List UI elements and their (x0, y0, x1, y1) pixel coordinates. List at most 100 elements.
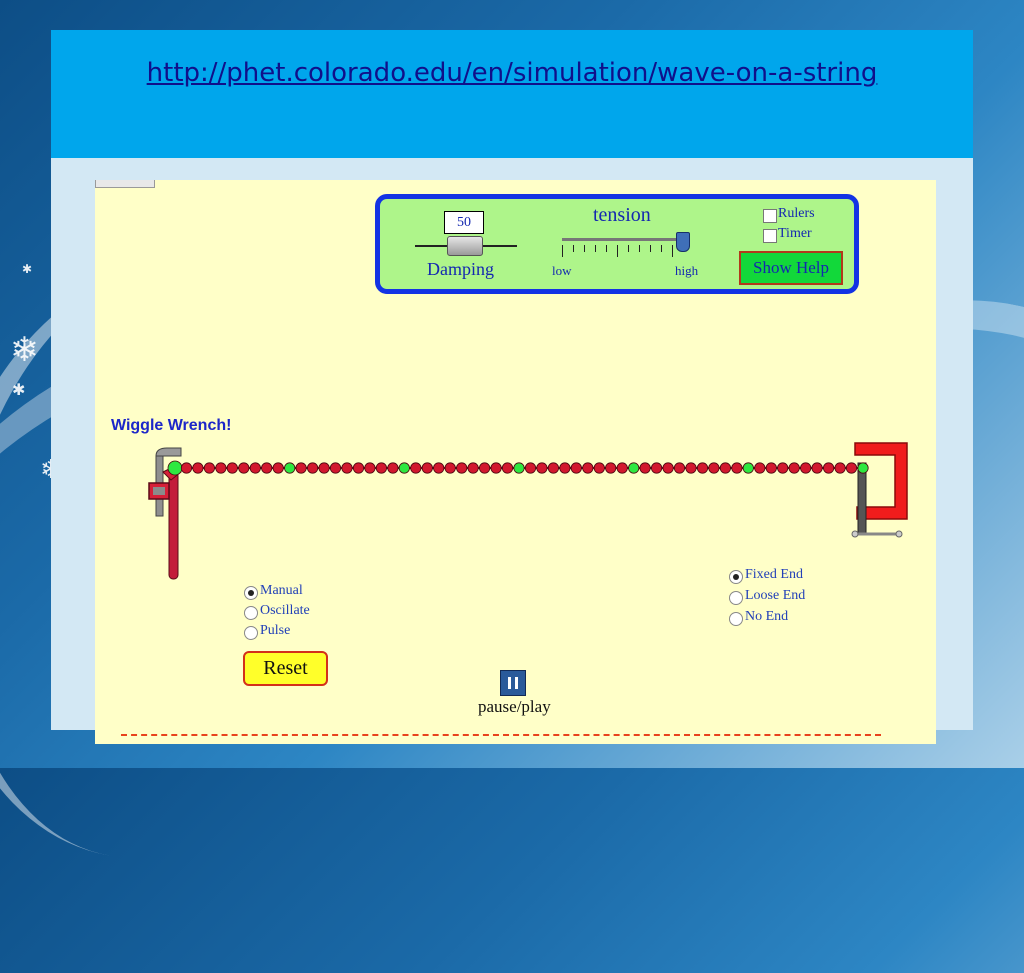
string-bead (673, 462, 686, 474)
tension-tick (639, 245, 640, 252)
end-mode-radio[interactable] (729, 591, 743, 605)
snowflake-icon: ✱ (22, 262, 33, 276)
string-bead (467, 462, 479, 474)
string-bead (639, 462, 651, 474)
pause-bar (508, 677, 511, 689)
tension-tick (672, 245, 673, 257)
simulation-area[interactable]: 50 Damping tension low high Rulers Timer… (95, 180, 936, 744)
string-bead (605, 462, 617, 474)
string-bead (192, 462, 204, 474)
string-bead (765, 462, 777, 474)
string-bead (547, 462, 559, 474)
string-bead (261, 462, 273, 474)
tension-tick (584, 245, 585, 252)
string-bead (845, 462, 858, 474)
rulers-checkbox[interactable] (763, 209, 777, 223)
damping-slider-thumb[interactable] (447, 236, 483, 256)
string-bead (456, 462, 468, 474)
string-bead (307, 462, 319, 474)
end-mode-radio[interactable] (729, 570, 743, 584)
tension-high-label: high (675, 263, 699, 278)
string-bead (857, 462, 869, 474)
string-bead (811, 462, 823, 474)
string-bead (249, 462, 261, 474)
tension-slider-track[interactable] (562, 238, 690, 241)
string-bead (822, 462, 835, 474)
end-mode-label: No End (745, 609, 789, 624)
string-bead (398, 462, 410, 474)
string-bead (754, 462, 766, 474)
timer-checkbox[interactable] (763, 229, 777, 243)
string-bead (341, 462, 353, 474)
string-bead (318, 462, 330, 474)
tension-low-label: low (552, 263, 572, 278)
string-bead (616, 462, 628, 474)
tension-tick (606, 245, 607, 252)
string-bead (513, 462, 525, 474)
string-bead (387, 462, 399, 474)
string-bead (238, 462, 250, 474)
string-bead (696, 462, 709, 474)
string-bead (375, 462, 387, 474)
end-mode-radio[interactable] (729, 612, 743, 626)
mode-radio[interactable] (244, 626, 258, 640)
tension-tick (573, 245, 574, 252)
end-mode-label: Fixed End (745, 567, 803, 582)
string-bead (284, 462, 296, 474)
string-bead (226, 462, 238, 474)
string-bead (478, 462, 491, 474)
damping-label: Damping (427, 259, 494, 279)
string-bead (800, 462, 812, 474)
reset-button[interactable]: Reset (243, 651, 328, 686)
string-bead (777, 462, 789, 474)
string-bead (444, 462, 456, 474)
string-bead (708, 462, 720, 474)
string-bead (834, 462, 846, 474)
tension-tick (595, 245, 596, 252)
string-bead (559, 462, 571, 474)
string-bead (329, 462, 342, 474)
tension-tick (650, 245, 651, 252)
string-bead (352, 462, 365, 474)
show-help-button[interactable]: Show Help (739, 251, 843, 285)
string-bead (410, 462, 422, 474)
window-tab[interactable] (95, 180, 155, 188)
mode-radio[interactable] (244, 606, 258, 620)
string-bead (490, 462, 502, 474)
tension-tick (617, 245, 618, 257)
string-bead (421, 462, 433, 474)
tension-tick (562, 245, 563, 257)
string-bead (650, 462, 663, 474)
string-bead[interactable] (167, 460, 183, 476)
string-bead (501, 462, 514, 474)
string-bead (593, 462, 605, 474)
string-bead (662, 462, 674, 474)
string-bead (582, 462, 594, 474)
string-scene (148, 442, 908, 580)
snowflake-icon: ❄ (10, 330, 39, 370)
string-bead (742, 462, 754, 474)
control-panel: 50 Damping tension low high Rulers Timer… (375, 194, 859, 294)
string-bead (524, 462, 537, 474)
mode-label: Manual (260, 583, 303, 598)
string-bead (628, 462, 640, 474)
rulers-label: Rulers (778, 206, 815, 221)
snowflake-icon: ✱ (12, 380, 26, 399)
string-bead (295, 462, 307, 474)
string-bead (180, 462, 193, 474)
string-bead (433, 462, 445, 474)
damping-value-field[interactable]: 50 (444, 211, 484, 234)
string-bead (272, 462, 284, 474)
pause-icon[interactable] (500, 670, 526, 696)
string-bead (685, 462, 697, 474)
string-bead (788, 462, 800, 474)
string-bead (719, 462, 732, 474)
string-bead (536, 462, 548, 474)
c-clamp-icon[interactable] (851, 442, 908, 538)
timer-label: Timer (778, 226, 812, 241)
string-beads (167, 460, 869, 476)
simulation-url-link[interactable]: http://phet.colorado.edu/en/simulation/w… (146, 58, 878, 88)
tension-slider-thumb[interactable] (676, 232, 691, 252)
mode-radio[interactable] (244, 586, 258, 600)
tension-label: tension (593, 204, 651, 226)
